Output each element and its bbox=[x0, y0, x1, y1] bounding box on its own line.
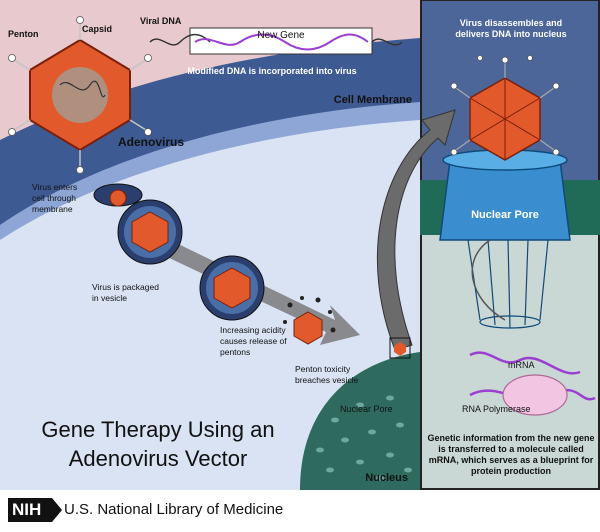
virus-disassembling bbox=[450, 55, 560, 161]
acidity-label-1: Increasing acidity bbox=[220, 325, 286, 335]
nuclear-pore-large-label: Nuclear Pore bbox=[471, 209, 539, 221]
virus-in-vesicle bbox=[117, 199, 183, 265]
virus-packaged-label-2: in vesicle bbox=[92, 293, 127, 303]
nuclear-pore-small-label: Nuclear Pore bbox=[340, 404, 393, 414]
genetic-info-label-1: Genetic information from the new gene bbox=[427, 433, 594, 443]
disassembles-label-2: delivers DNA into nucleus bbox=[455, 29, 566, 39]
modified-dna-label: Modified DNA is incorporated into virus bbox=[187, 66, 356, 76]
virus-enters-label-1: Virus enters bbox=[32, 182, 77, 192]
virus-breaching bbox=[283, 296, 336, 345]
rna-polymerase-shape bbox=[502, 374, 568, 416]
viral-dna-label: Viral DNA bbox=[140, 16, 182, 26]
virus-packaged-label-1: Virus is packaged bbox=[92, 282, 159, 292]
penton-toxicity-label-2: breaches vesicle bbox=[295, 375, 359, 385]
title-line-2: Adenovirus Vector bbox=[69, 446, 248, 471]
penton-toxicity-label-1: Penton toxicity bbox=[295, 364, 351, 374]
diagram-canvas: Penton Capsid Viral DNA New Gene Modifie… bbox=[0, 0, 600, 490]
dna-coil bbox=[471, 239, 506, 321]
cell-membrane-label: Cell Membrane bbox=[334, 94, 412, 106]
disassembles-label-1: Virus disassembles and bbox=[460, 18, 562, 28]
adenovirus-large bbox=[8, 16, 152, 174]
nucleus-label: Nucleus bbox=[365, 472, 408, 484]
transport-arrow-curved bbox=[377, 109, 456, 351]
virus-enters-label-2: cell through bbox=[32, 193, 76, 203]
nuclear-pore-structure bbox=[420, 149, 600, 329]
virus-at-nucleus bbox=[394, 342, 406, 356]
mrna-label: mRNA bbox=[508, 360, 535, 370]
viral-dna-left bbox=[149, 33, 211, 46]
genetic-info-label-3: mRNA, which serves as a blueprint for bbox=[429, 455, 594, 465]
viral-dna-right bbox=[371, 38, 403, 46]
title-line-1: Gene Therapy Using an bbox=[41, 417, 274, 442]
virus-acidifying bbox=[199, 255, 265, 321]
nlm-organization: U.S. National Library of Medicine bbox=[64, 501, 284, 518]
virus-enters-label-3: membrane bbox=[32, 204, 73, 214]
new-gene-dna bbox=[194, 33, 369, 51]
genetic-info-label-4: protein production bbox=[471, 466, 551, 476]
right-panel-border bbox=[420, 0, 600, 490]
nih-logo: NIH bbox=[8, 498, 62, 522]
acidity-label-2: causes release of bbox=[220, 336, 287, 346]
nuclear-pores-small bbox=[316, 395, 412, 481]
penton-label: Penton bbox=[8, 29, 39, 39]
footer: NIH U.S. National Library of Medicine bbox=[0, 490, 600, 532]
virus-entering bbox=[93, 183, 143, 207]
acidity-label-3: pentons bbox=[220, 347, 250, 357]
capsid-label: Capsid bbox=[82, 24, 112, 34]
adenovirus-label: Adenovirus bbox=[118, 135, 184, 149]
genetic-info-label-2: is transferred to a molecule called bbox=[438, 444, 584, 454]
zoom-marker bbox=[389, 337, 411, 359]
rna-polymerase-label: RNA Polymerase bbox=[462, 404, 531, 414]
new-gene-label: New Gene bbox=[257, 30, 305, 41]
